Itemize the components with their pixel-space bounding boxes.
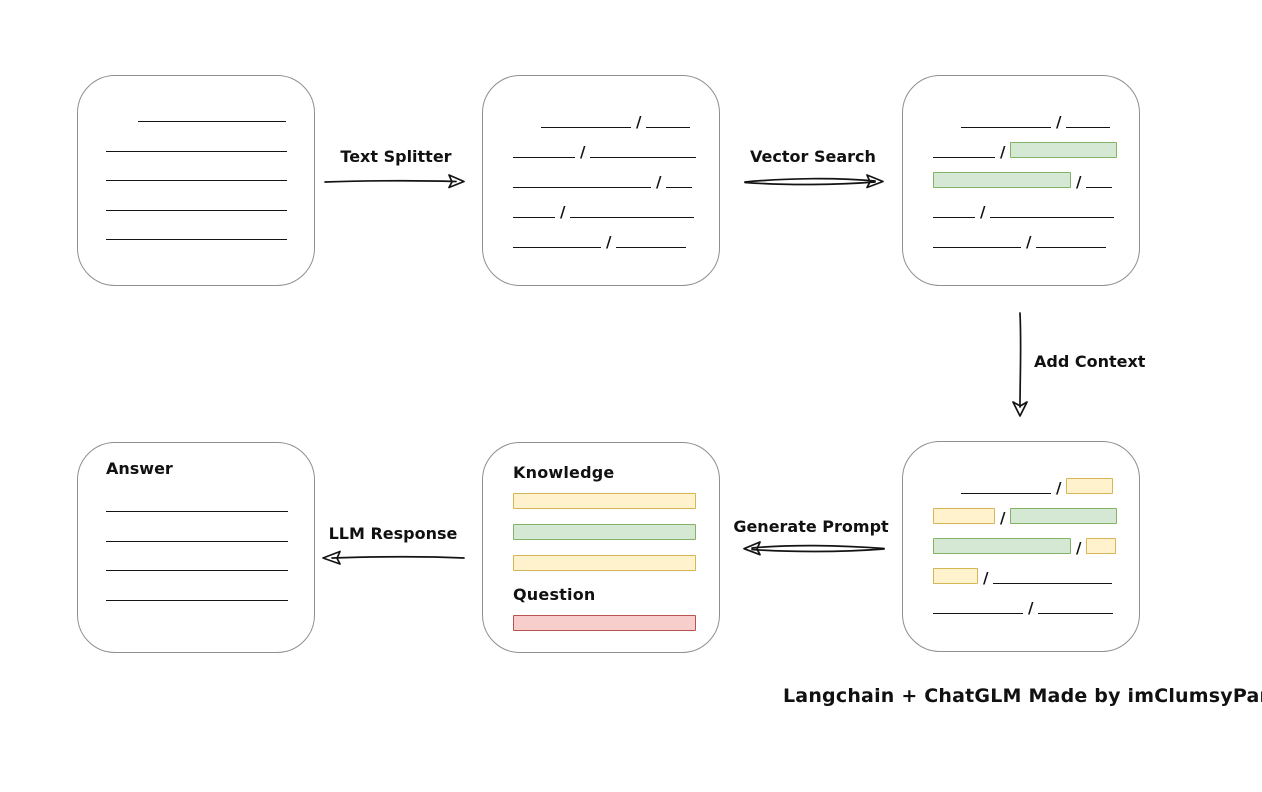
text-line <box>106 239 287 240</box>
llm-response-label: LLM Response <box>328 524 458 543</box>
text-line <box>513 247 601 248</box>
text-line <box>1066 127 1111 128</box>
slash-separator: / <box>1026 233 1032 251</box>
slash-separator: / <box>980 203 986 221</box>
text-line <box>1038 613 1114 614</box>
text-line <box>570 217 695 218</box>
slash-separator: / <box>1076 173 1082 191</box>
text-line <box>616 247 687 248</box>
generate-prompt-arrow-icon <box>743 541 885 556</box>
knowledge-bar-green <box>513 524 696 540</box>
chunk-row: / <box>933 158 1139 191</box>
chunk-row: / <box>933 584 1139 617</box>
chunk-row: / <box>933 128 1139 161</box>
slash-separator: / <box>1000 143 1006 161</box>
slash-separator: / <box>1076 539 1082 557</box>
text-line <box>138 121 286 122</box>
text-line <box>541 127 631 128</box>
text-line <box>1036 247 1107 248</box>
text-line <box>646 127 691 128</box>
chunk-row: / <box>513 128 719 161</box>
diagram-caption: Langchain + ChatGLM Made by imClumsyPand… <box>783 685 1262 707</box>
knowledge-label: Knowledge <box>513 463 615 482</box>
text-splitter-label: Text Splitter <box>340 147 452 166</box>
slash-separator: / <box>1056 479 1062 497</box>
chunk-row: / <box>933 524 1139 557</box>
text-line <box>513 187 651 188</box>
chunk-row: / <box>513 98 719 131</box>
text-line <box>961 493 1051 494</box>
slash-separator: / <box>606 233 612 251</box>
document-lines <box>78 76 314 240</box>
text-line <box>993 583 1113 584</box>
text-line <box>590 157 697 158</box>
question-bar-red <box>513 615 696 631</box>
text-line <box>106 209 287 211</box>
chunk-row: / <box>513 188 719 221</box>
text-line <box>990 217 1115 218</box>
highlight-green-chunk <box>933 538 1071 554</box>
prompt-box: Knowledge Question <box>482 442 720 653</box>
generate-prompt-label: Generate Prompt <box>733 517 889 536</box>
context-chunks-box: / / / / / <box>902 441 1140 652</box>
chunk-row: / <box>933 98 1139 131</box>
text-line <box>933 613 1023 614</box>
slash-separator: / <box>636 113 642 131</box>
answer-lines <box>78 478 314 601</box>
add-context-arrow-icon <box>1012 312 1028 417</box>
slash-separator: / <box>1000 509 1006 527</box>
chunk-row: / <box>933 218 1139 251</box>
chunk-row: / <box>933 464 1139 497</box>
chunk-row: / <box>933 188 1139 221</box>
document-box <box>77 75 315 286</box>
slash-separator: / <box>580 143 586 161</box>
text-line <box>961 127 1051 128</box>
text-line <box>106 540 288 542</box>
text-line <box>106 570 288 571</box>
text-line <box>106 150 287 152</box>
matched-chunks-box: / / / / / <box>902 75 1140 286</box>
text-line <box>933 157 995 158</box>
text-line <box>106 180 287 181</box>
slash-separator: / <box>560 203 566 221</box>
chunk-row: / <box>513 218 719 251</box>
slash-separator: / <box>656 173 662 191</box>
text-line <box>106 599 288 601</box>
question-label: Question <box>513 585 596 604</box>
context-rows: / / / / / <box>903 442 1139 617</box>
knowledge-bar-yellow <box>513 555 696 571</box>
slash-separator: / <box>1028 599 1034 617</box>
slash-separator: / <box>1056 113 1062 131</box>
vector-search-label: Vector Search <box>750 147 876 166</box>
text-splitter-arrow-icon <box>324 174 465 189</box>
vector-search-arrow-icon <box>744 174 884 189</box>
text-line <box>666 187 693 188</box>
text-line <box>933 217 975 218</box>
highlight-yellow-chunk <box>1086 538 1117 554</box>
llm-response-arrow-icon <box>322 550 465 565</box>
answer-label: Answer <box>106 459 173 478</box>
split-chunks-box: / / / / / <box>482 75 720 286</box>
highlight-green-chunk <box>933 172 1071 188</box>
chunk-row: / <box>933 494 1139 527</box>
text-line <box>1086 187 1113 188</box>
chunk-row: / <box>513 158 719 191</box>
highlight-yellow-chunk <box>1066 478 1114 494</box>
text-line <box>106 511 288 512</box>
highlight-green-chunk <box>1010 142 1118 158</box>
slash-separator: / <box>983 569 989 587</box>
text-line <box>933 247 1021 248</box>
matched-rows: / / / / / <box>903 76 1139 251</box>
answer-box: Answer <box>77 442 315 653</box>
knowledge-bar-yellow <box>513 493 696 509</box>
add-context-label: Add Context <box>1034 352 1146 371</box>
text-line <box>513 217 555 218</box>
chunk-rows: / / / / / <box>483 76 719 251</box>
chunk-row: / <box>933 554 1139 587</box>
highlight-green-chunk <box>1010 508 1118 524</box>
highlight-yellow-chunk <box>933 568 978 584</box>
highlight-yellow-chunk <box>933 508 995 524</box>
text-line <box>513 157 575 158</box>
